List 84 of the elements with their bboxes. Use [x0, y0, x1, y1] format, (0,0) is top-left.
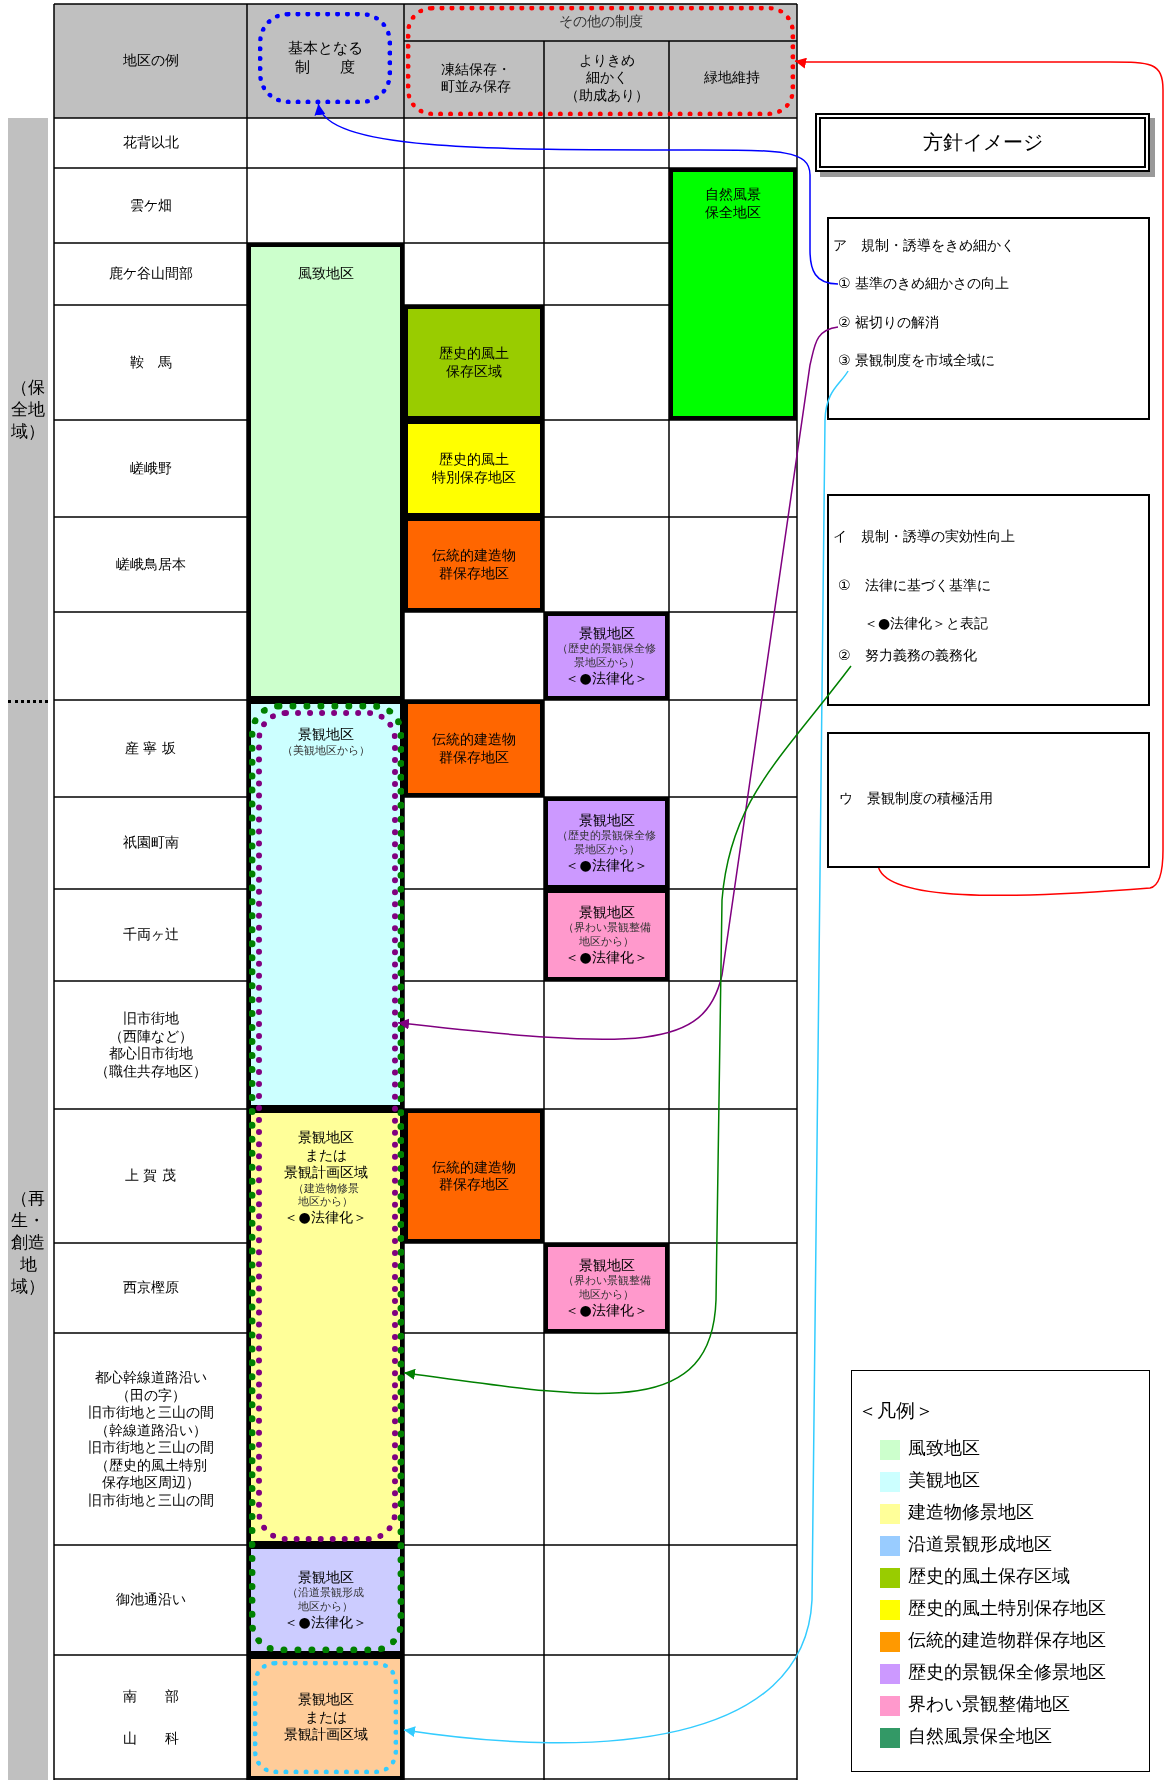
dotted-outline: 基本となる制 度 — [258, 12, 392, 104]
row-label: 嵯峨野 — [128, 458, 173, 478]
row-label: 都心幹線道路沿い（田の字）旧市街地と三山の間（幹線道路沿い）旧市街地と三山の間（歴史的風土特別保存地区周辺）旧市街地と三山の間 — [86, 1368, 215, 1510]
district-cell — [544, 797, 669, 889]
legend-label: 沿道景観形成地区 — [908, 1533, 1052, 1556]
dotted-outline — [406, 6, 795, 116]
box-heading: ア 規制・誘導をきめ細かく — [833, 237, 1015, 255]
district-cell — [544, 1243, 669, 1333]
cell-title: 景観地区または景観計画区域 — [283, 1129, 368, 1182]
law-note: ＜●法律化＞ — [565, 948, 648, 967]
district-cell: 風致地区 — [247, 243, 404, 700]
row-label: 御池通沿い — [114, 1590, 187, 1610]
legend-label: 風致地区 — [908, 1437, 980, 1460]
legend-label: 界わい景観整備地区 — [908, 1693, 1070, 1716]
list-item: ② 努力義務の義務化 — [838, 646, 1098, 666]
law-note: ＜●法律化＞ — [565, 856, 648, 875]
district-cell: 伝統的建造物群保存地区 — [404, 1109, 544, 1243]
group-heading: その他の制度 — [557, 13, 644, 31]
district-cell: 歴史的風土保存区域 — [404, 305, 544, 420]
district-cell: 伝統的建造物群保存地区 — [404, 517, 544, 612]
row-label: 千両ヶ辻 — [121, 925, 180, 945]
row-label: 花背以北 — [121, 133, 180, 153]
legend-title: ＜凡例＞ — [858, 1399, 934, 1423]
cell-note: （界わい景観整備地区から） — [562, 1274, 651, 1302]
legend-label: 伝統的建造物群保存地区 — [908, 1629, 1106, 1652]
district-cell: 伝統的建造物群保存地区 — [404, 700, 544, 797]
row-label: 旧市街地（西陣など）都心旧市街地（職住共存地区） — [93, 1009, 208, 1081]
legend-label: 歴史的景観保全修景地区 — [908, 1661, 1106, 1684]
column-header: 凍結保存・町並み保存 — [412, 44, 540, 112]
legend-label: 歴史的風土特別保存地区 — [908, 1597, 1106, 1620]
row-label: 鹿ケ谷山間部 — [107, 264, 194, 284]
curved-arrow — [403, 665, 852, 1395]
column-header: 地区の例 — [121, 51, 180, 71]
region-band: （再生・創造地域） — [8, 700, 48, 1780]
curved-arrow — [397, 326, 839, 1040]
curved-arrow — [317, 103, 839, 285]
cell-title: 景観地区 — [578, 1256, 635, 1275]
law-note: ＜●法律化＞ — [284, 1209, 367, 1227]
row-label: 南 部 — [121, 1687, 180, 1707]
policy-box: ウ 景観制度の積極活用 — [827, 732, 1150, 868]
list-item: ① 法律に基づく基準に＜●法律化＞と表記 — [838, 566, 1078, 646]
column-header: 緑地維持 — [673, 44, 790, 112]
row-label: 鞍 馬 — [128, 352, 173, 372]
law-note: ＜●法律化＞ — [565, 1301, 648, 1320]
cell-note: （建造物修景地区から） — [292, 1181, 359, 1209]
district-cell: 自然風景保全地区 — [669, 168, 797, 420]
cell-note: （歴史的景観保全修景地区から） — [557, 829, 656, 857]
cell-note: （歴史的景観保全修景地区から） — [557, 642, 656, 670]
region-band: （保全地域） — [8, 118, 48, 700]
curved-arrow — [794, 57, 1164, 897]
district-cell — [247, 1655, 404, 1780]
row-label: 雲ケ畑 — [128, 195, 173, 215]
cell-note: （美観地区から） — [281, 743, 370, 758]
law-note: ＜●法律化＞ — [565, 669, 648, 688]
cell-title: 景観地区 — [297, 1568, 354, 1587]
row-label: 産 寧 坂 — [124, 738, 177, 758]
legend-label: 建造物修景地区 — [908, 1501, 1034, 1524]
district-cell: 歴史的風土特別保存地区 — [404, 420, 544, 517]
list-item: ③ 景観制度を市域全域に — [838, 351, 1118, 371]
cell-note: （界わい景観整備地区から） — [562, 921, 651, 949]
cell-title: 景観地区 — [297, 726, 354, 744]
box-heading: イ 規制・誘導の実効性向上 — [833, 528, 1015, 546]
district-cell — [544, 889, 669, 981]
cell-note: （沿道景観形成地区から） — [287, 1586, 364, 1614]
district-cell — [544, 612, 669, 700]
cell-title: 景観地区 — [578, 811, 635, 830]
row-label: 祇園町南 — [121, 833, 180, 853]
row-label: 上 賀 茂 — [124, 1166, 177, 1186]
policy-box — [827, 217, 1150, 420]
row-label: 西京樫原 — [121, 1278, 180, 1298]
list-item: ② 裾切りの解消 — [838, 313, 1038, 333]
legend-label: 歴史的風土保存区域 — [908, 1565, 1070, 1588]
column-header: よりきめ細かく（助成あり） — [548, 44, 665, 112]
row-label: 嵯峨鳥居本 — [114, 554, 187, 574]
policy-box — [827, 494, 1150, 706]
curved-arrow — [403, 370, 849, 1744]
cell-title: 景観地区または景観計画区域 — [283, 1691, 368, 1744]
legend-label: 自然風景保全地区 — [908, 1725, 1052, 1748]
legend-label: 美観地区 — [908, 1469, 980, 1492]
law-note: ＜●法律化＞ — [284, 1613, 367, 1632]
cell-title: 景観地区 — [578, 903, 635, 922]
row-label: 山 科 — [121, 1729, 180, 1749]
cell-title: 景観地区 — [578, 624, 635, 643]
list-item: ① 基準のきめ細かさの向上 — [838, 274, 1118, 294]
